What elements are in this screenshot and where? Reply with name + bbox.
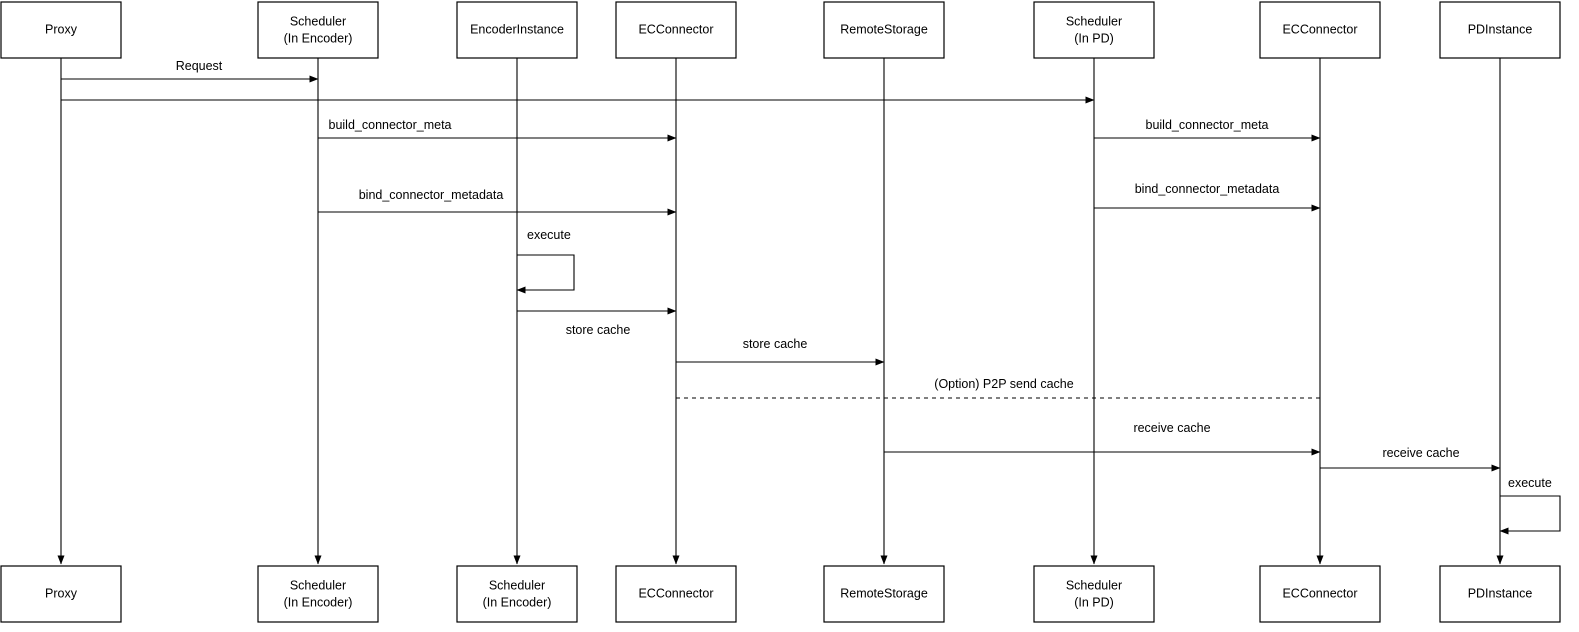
lifelines-group <box>57 58 1504 565</box>
participant-bottom-box <box>1033 565 1155 623</box>
self-message-path-s1 <box>516 254 575 294</box>
participant-top-label-line1: ECConnector <box>1282 22 1357 36</box>
participant-bottom-box <box>1439 565 1561 623</box>
participant-bottom-box <box>0 565 122 623</box>
participant-bottom-label-line1: Scheduler <box>489 578 545 592</box>
message-label-m10: receive cache <box>1133 421 1210 435</box>
participant-top-label-line1: ECConnector <box>638 22 713 36</box>
participant-top-box <box>0 1 122 59</box>
participant-bottom-label-line1: PDInstance <box>1468 586 1533 600</box>
participant-top-proxy[interactable]: Proxy <box>0 1 122 59</box>
message-label-m11: receive cache <box>1382 446 1459 460</box>
message-m1[interactable]: Request <box>61 59 319 83</box>
participant-top-box <box>615 1 737 59</box>
participant-top-enc_inst[interactable]: EncoderInstance <box>456 1 578 59</box>
participant-bottom-ecc_enc[interactable]: ECConnector <box>615 565 737 623</box>
participant-bottom-enc_inst[interactable]: Scheduler (In Encoder) <box>456 565 578 623</box>
message-label-m9: (Option) P2P send cache <box>934 377 1073 391</box>
participant-bottom-label-line1: ECConnector <box>1282 586 1357 600</box>
message-m5[interactable]: bind_connector_metadata <box>318 188 677 216</box>
participant-bottom-label-line1: RemoteStorage <box>840 586 928 600</box>
participant-bottom-ecc_pd[interactable]: ECConnector <box>1259 565 1381 623</box>
message-label-m5: bind_connector_metadata <box>359 188 504 202</box>
message-label-m6: bind_connector_metadata <box>1135 182 1280 196</box>
participant-bottom-box <box>1259 565 1381 623</box>
participant-bottom-label-line2: (In PD) <box>1074 595 1114 609</box>
self-message-label-s2: execute <box>1508 476 1552 490</box>
self-messages-group: execute execute <box>516 228 1561 535</box>
messages-group: Request build_connector_meta build_connect… <box>61 59 1501 472</box>
participant-top-label-line1: EncoderInstance <box>470 22 564 36</box>
participant-top-box <box>1439 1 1561 59</box>
participant-bottom-proxy[interactable]: Proxy <box>0 565 122 623</box>
participant-top-sched_enc[interactable]: Scheduler (In Encoder) <box>257 1 379 59</box>
participant-bottom-remote[interactable]: RemoteStorage <box>823 565 945 623</box>
self-message-path-s2 <box>1499 495 1561 535</box>
participant-top-label-line1: Proxy <box>45 22 78 36</box>
participant-bottom-label-line1: Proxy <box>45 586 78 600</box>
message-m9[interactable]: (Option) P2P send cache <box>676 377 1320 399</box>
participant-bottom-label-line1: ECConnector <box>638 586 713 600</box>
participant-top-ecc_pd[interactable]: ECConnector <box>1259 1 1381 59</box>
participant-top-label-line2: (In PD) <box>1074 31 1114 45</box>
self-message-s1[interactable]: execute <box>516 228 575 294</box>
participant-bottom-box <box>257 565 379 623</box>
message-m6[interactable]: bind_connector_metadata <box>1094 182 1321 212</box>
participant-bottom-box <box>456 565 578 623</box>
participant-bottom-label-line2: (In Encoder) <box>284 595 353 609</box>
participant-top-label-line1: PDInstance <box>1468 22 1533 36</box>
participant-top-remote[interactable]: RemoteStorage <box>823 1 945 59</box>
message-label-m1: Request <box>176 59 223 73</box>
self-message-label-s1: execute <box>527 228 571 242</box>
participant-top-label-line1: RemoteStorage <box>840 22 928 36</box>
top-participant-boxes: Proxy Scheduler (In Encoder) EncoderInstanc… <box>0 1 1561 59</box>
participant-bottom-pd_inst[interactable]: PDInstance <box>1439 565 1561 623</box>
message-m4[interactable]: build_connector_meta <box>1094 118 1321 142</box>
participant-top-box <box>823 1 945 59</box>
participant-top-box <box>257 1 379 59</box>
participant-bottom-box <box>615 565 737 623</box>
message-label-m3: build_connector_meta <box>329 118 452 132</box>
participant-top-ecc_enc[interactable]: ECConnector <box>615 1 737 59</box>
participant-top-box <box>1259 1 1381 59</box>
participant-bottom-sched_enc[interactable]: Scheduler (In Encoder) <box>257 565 379 623</box>
participant-top-sched_pd[interactable]: Scheduler (In PD) <box>1033 1 1155 59</box>
participant-bottom-sched_pd[interactable]: Scheduler (In PD) <box>1033 565 1155 623</box>
self-message-s2[interactable]: execute <box>1499 476 1561 535</box>
message-m10[interactable]: receive cache <box>884 421 1321 456</box>
participant-top-label-line2: (In Encoder) <box>284 31 353 45</box>
message-label-m4: build_connector_meta <box>1146 118 1269 132</box>
participant-bottom-label-line1: Scheduler <box>290 578 346 592</box>
participant-top-label-line1: Scheduler <box>1066 14 1122 28</box>
message-m11[interactable]: receive cache <box>1320 446 1501 472</box>
message-label-m8: store cache <box>743 337 808 351</box>
message-label-m7: store cache <box>566 323 631 337</box>
participant-top-pd_inst[interactable]: PDInstance <box>1439 1 1561 59</box>
participant-bottom-label-line2: (In Encoder) <box>483 595 552 609</box>
message-m7[interactable]: store cache <box>517 307 677 337</box>
message-m3[interactable]: build_connector_meta <box>318 118 677 142</box>
participant-bottom-label-line1: Scheduler <box>1066 578 1122 592</box>
message-m8[interactable]: store cache <box>676 337 885 366</box>
participant-bottom-box <box>823 565 945 623</box>
participant-top-box <box>456 1 578 59</box>
bottom-participant-boxes: Proxy Scheduler (In Encoder) Scheduler (In E… <box>0 565 1561 623</box>
participant-top-label-line1: Scheduler <box>290 14 346 28</box>
participant-top-box <box>1033 1 1155 59</box>
